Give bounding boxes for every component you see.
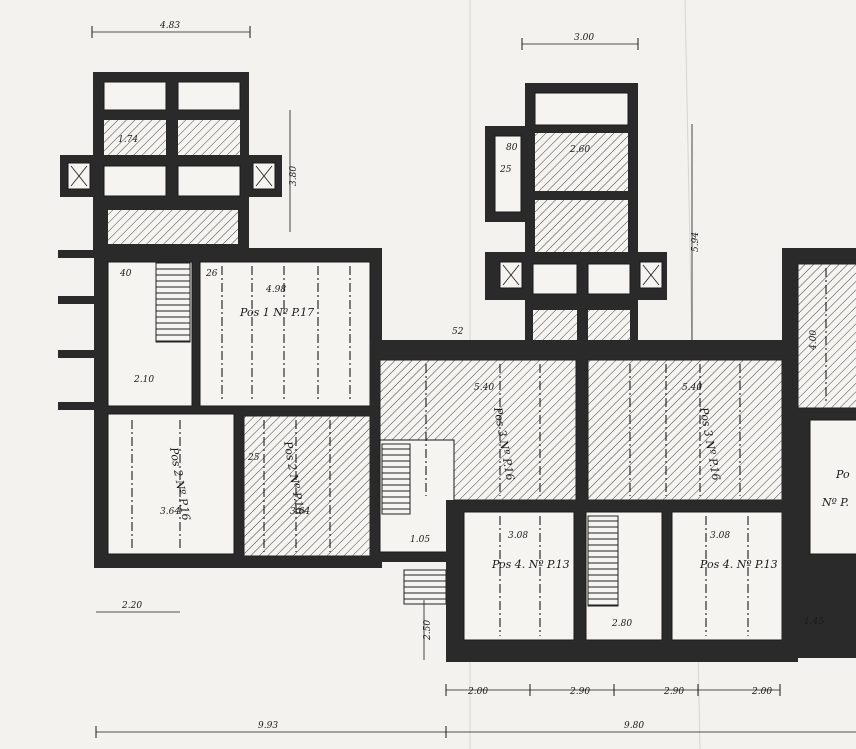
dim-seg3: 2.90 (663, 687, 684, 697)
dim-total-right: 9.80 (624, 721, 644, 731)
dim-top-left: 4.83 (159, 21, 180, 31)
dim-r3a-width: 5.40 (474, 383, 494, 393)
dim-seg1: 2.00 (467, 687, 488, 697)
dim-d280: 2.80 (611, 619, 632, 629)
dim-d174: 1.74 (118, 135, 138, 145)
dim-bottom-left: 2.20 (121, 601, 142, 611)
dim-r4a-width: 3.08 (508, 531, 528, 541)
dim-d145: 1.45 (804, 617, 824, 627)
room-label-pos5-sub: Nº P. (821, 496, 849, 509)
dim-r3b-width: 5.40 (682, 383, 702, 393)
dim-seg2: 2.90 (569, 687, 590, 697)
dim-r2b-gap: 25 (247, 453, 260, 463)
dim-d25: 25 (499, 165, 512, 175)
dim-d260: 2.60 (569, 145, 590, 155)
dim-stair-w: 2.10 (133, 375, 154, 385)
dim-r1-width: 4.98 (265, 285, 286, 295)
dim-d52: 52 (452, 327, 464, 337)
dim-d380: 3.80 (289, 166, 299, 186)
room-label-pos5: Po (835, 468, 850, 481)
dim-r2b-width: 3.64 (290, 507, 310, 517)
dim-d250: 2.50 (423, 620, 433, 641)
dim-d80: 80 (506, 143, 518, 153)
dim-top-mid: 3.00 (574, 33, 594, 43)
room-label-pos4-left: Pos 4. Nº P.13 (491, 558, 570, 571)
dimension-lines (91, 26, 856, 738)
dim-d26: 26 (205, 269, 218, 279)
left-building (58, 72, 382, 568)
dim-r4b-width: 3.08 (710, 531, 730, 541)
dim-d400: 4.00 (809, 330, 819, 351)
dim-seg4: 2.00 (751, 687, 772, 697)
dim-r2-width: 3.64 (160, 507, 180, 517)
middle-building (370, 83, 798, 662)
room-label-pos1: Pos 1 Nº P.17 (239, 306, 314, 319)
room-label-pos4-right: Pos 4. Nº P.13 (699, 558, 778, 571)
dim-total-left: 9.93 (258, 721, 278, 731)
dim-d105: 1.05 (410, 535, 430, 545)
right-building (782, 248, 856, 658)
dim-d594: 5.94 (691, 232, 701, 252)
dim-d40: 40 (119, 269, 132, 279)
